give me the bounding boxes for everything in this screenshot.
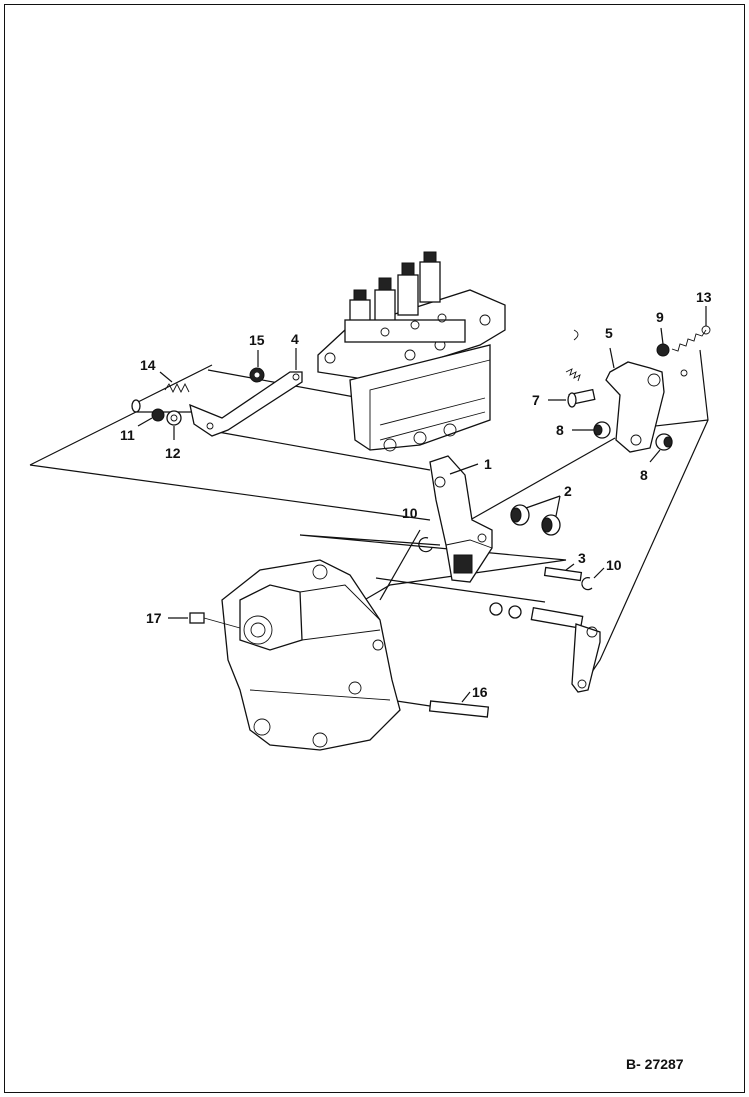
part-9-washer bbox=[656, 343, 670, 357]
part-2-bushing-a bbox=[510, 504, 530, 526]
part-10-clip-left bbox=[418, 537, 433, 553]
callout-11: 11 bbox=[120, 427, 135, 443]
part-13-spring bbox=[671, 325, 711, 377]
part-14-rod bbox=[131, 364, 213, 413]
shaft-washer-b bbox=[508, 605, 522, 619]
figure-id: B- 27287 bbox=[626, 1056, 684, 1072]
callout-17: 17 bbox=[146, 610, 162, 626]
part-8-bushing-a bbox=[593, 421, 611, 439]
callout-10-left: 10 bbox=[402, 505, 418, 521]
callout-8-upper: 8 bbox=[556, 422, 564, 438]
part-1-bracket bbox=[429, 455, 493, 583]
part-5-lever bbox=[605, 361, 665, 453]
leader-lines bbox=[137, 306, 707, 703]
part-8-bushing-b bbox=[655, 433, 673, 451]
part-12-washer bbox=[166, 410, 182, 426]
part-3-pin bbox=[543, 566, 583, 582]
callout-12: 12 bbox=[165, 445, 181, 461]
callout-5: 5 bbox=[605, 325, 613, 341]
callout-2: 2 bbox=[564, 483, 572, 499]
part-16-shaft bbox=[428, 700, 490, 718]
delivery-valve-3 bbox=[397, 262, 419, 316]
callout-1: 1 bbox=[484, 456, 492, 472]
part-17-plug bbox=[189, 612, 241, 629]
callout-15: 15 bbox=[249, 332, 265, 348]
callout-10-right: 10 bbox=[606, 557, 622, 573]
callout-14: 14 bbox=[140, 357, 156, 373]
diagram-frame bbox=[4, 4, 745, 1093]
part-10-clip-right bbox=[581, 577, 593, 591]
part-5-spring bbox=[565, 329, 581, 382]
delivery-valve-4 bbox=[419, 251, 441, 303]
callout-8-lower: 8 bbox=[640, 467, 648, 483]
output-lever bbox=[530, 606, 601, 693]
callout-labels: 1 2 3 4 5 7 8 8 9 10 10 11 12 13 14 15 1… bbox=[120, 289, 712, 700]
callout-9: 9 bbox=[656, 309, 664, 325]
part-4-lever bbox=[189, 371, 303, 437]
callout-3: 3 bbox=[578, 550, 586, 566]
callout-4: 4 bbox=[291, 331, 299, 347]
callout-13: 13 bbox=[696, 289, 712, 305]
part-7-bolt bbox=[567, 388, 596, 408]
callout-7: 7 bbox=[532, 392, 540, 408]
part-11-washer bbox=[151, 408, 165, 422]
part-15-nut bbox=[249, 367, 265, 383]
injection-pump bbox=[317, 251, 506, 452]
callout-16: 16 bbox=[472, 684, 488, 700]
governor-housing bbox=[221, 559, 401, 751]
part-2-bushing-b bbox=[541, 514, 561, 536]
shaft-washer-a bbox=[489, 602, 503, 616]
